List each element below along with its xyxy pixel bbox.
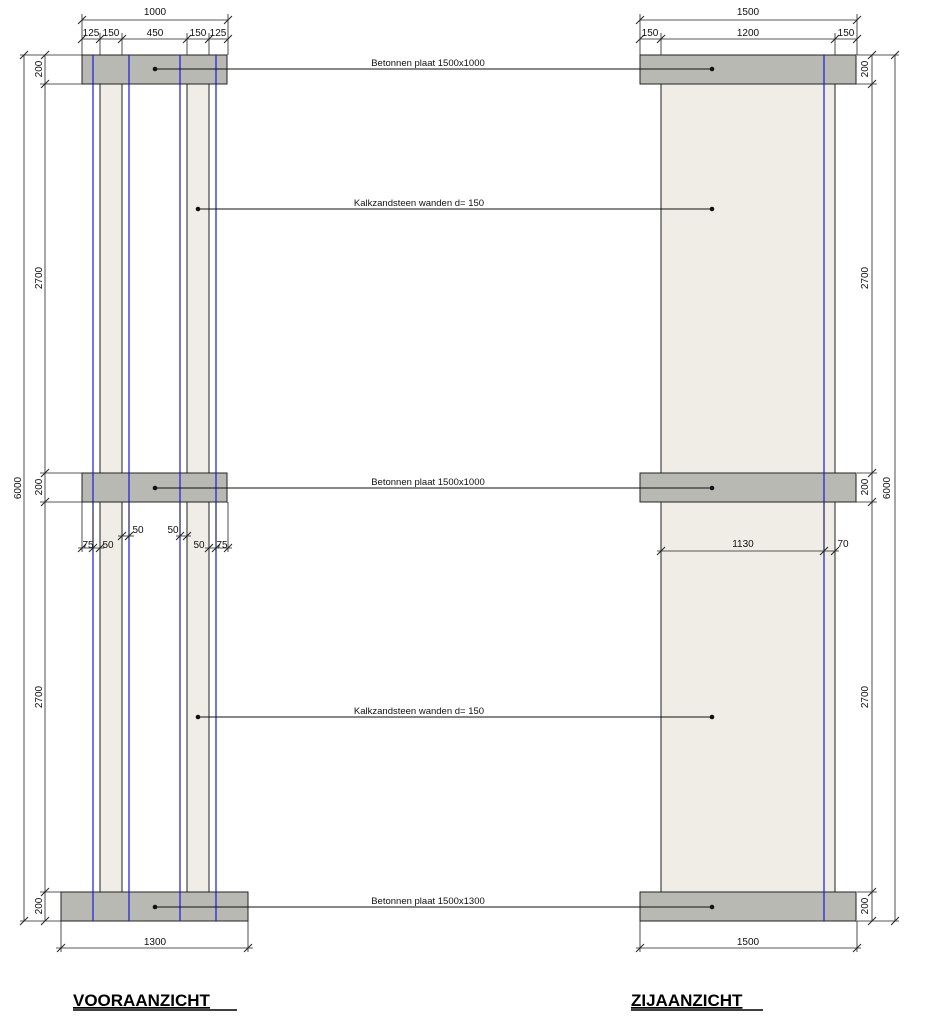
front-dim-offset-3: 50	[132, 525, 144, 536]
side-dim-part-3: 150	[838, 28, 855, 39]
side-dim-wall-lower: 2700	[860, 685, 871, 708]
label-slab-bottom: Betonnen plaat 1500x1300	[371, 896, 485, 907]
labels: Betonnen plaat 1500x1000 Kalkzandsteen w…	[152, 58, 715, 910]
label-wall-lower: Kalkzandsteen wanden d= 150	[354, 706, 484, 717]
front-dim-slab-mid: 200	[34, 478, 45, 495]
front-dim-total: 1000	[144, 7, 167, 18]
title-front-view: VOORAANZICHT	[73, 991, 211, 1010]
front-dim-wall-upper: 2700	[34, 266, 45, 289]
side-wall-upper	[660, 83, 836, 474]
label-slab-top: Betonnen plaat 1500x1000	[371, 58, 485, 69]
front-dim-part-3: 450	[147, 28, 164, 39]
front-dim-slab-top: 200	[34, 60, 45, 77]
title-side-view: ZIJAANZICHT	[631, 991, 743, 1010]
label-slab-mid: Betonnen plaat 1500x1000	[371, 477, 485, 488]
label-wall-upper: Kalkzandsteen wanden d= 150	[354, 198, 484, 209]
front-wall-right-lower	[186, 501, 210, 893]
front-dim-slab-bottom: 200	[34, 897, 45, 914]
front-dim-wall-lower: 2700	[34, 685, 45, 708]
side-dim-bottom: 1500	[737, 937, 760, 948]
front-dim-offset-4: 50	[167, 525, 179, 536]
side-dim-slab-bottom: 200	[860, 897, 871, 914]
side-dim-part-2: 1200	[737, 28, 760, 39]
front-dim-offset-6: 75	[216, 540, 228, 551]
side-dim-inner: 1130	[732, 539, 754, 550]
front-view: 1000 125 150 450 150 125 75 50	[13, 7, 253, 953]
side-dim-total: 1500	[737, 7, 760, 18]
side-dim-wall-upper: 2700	[860, 266, 871, 289]
side-dim-inner-right: 70	[837, 539, 849, 550]
side-dim-part-1: 150	[642, 28, 659, 39]
front-dim-part-4: 150	[190, 28, 207, 39]
front-dim-part-5: 125	[210, 28, 227, 39]
front-dim-part-1: 125	[83, 28, 100, 39]
front-dim-offset-2: 50	[102, 540, 114, 551]
front-dim-bottom: 1300	[144, 937, 167, 948]
front-dim-total-height: 6000	[13, 476, 24, 499]
front-dim-offset-5: 50	[193, 540, 205, 551]
side-dim-total-height: 6000	[882, 476, 893, 499]
front-wall-left	[99, 83, 123, 474]
side-wall-lower	[660, 501, 836, 893]
side-dim-slab-mid: 200	[860, 478, 871, 495]
side-view: 1500 150 1200 150 1130 70 1500 20	[635, 7, 900, 953]
front-dim-offset-1: 75	[82, 540, 94, 551]
front-wall-left-lower	[99, 501, 123, 893]
front-wall-right	[186, 83, 210, 474]
side-dim-slab-top: 200	[860, 60, 871, 77]
front-dim-part-2: 150	[103, 28, 120, 39]
